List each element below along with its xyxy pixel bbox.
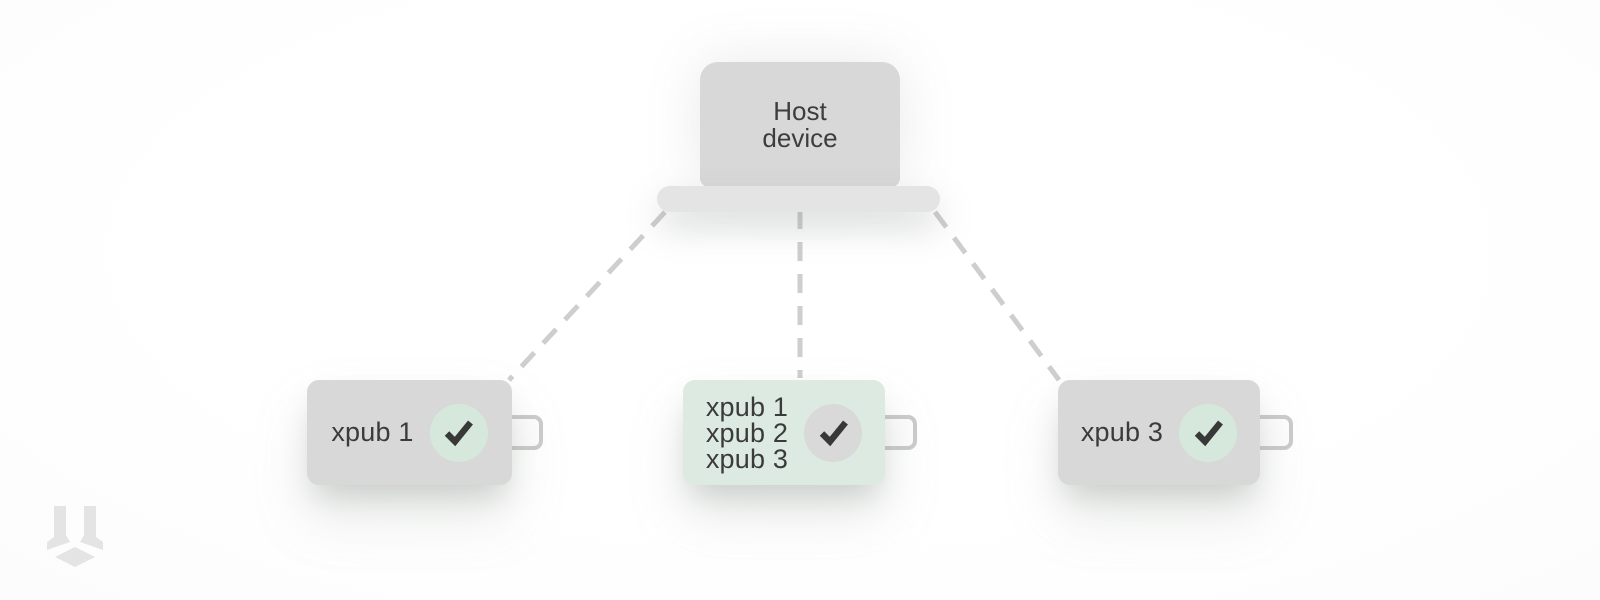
device-label: xpub 1 xyxy=(331,417,414,447)
dashed-link-right xyxy=(932,210,1062,382)
device-label: xpub 3 xyxy=(1080,417,1164,447)
dashed-link-left xyxy=(507,210,667,382)
usb-device-body: xpub 1 xyxy=(307,380,512,485)
usb-device-xpub3: xpub 3 xyxy=(1058,380,1293,485)
host-device-label: Host device xyxy=(762,95,838,153)
device-label-line3: xpub 3 xyxy=(705,443,789,474)
check-badge xyxy=(804,403,863,462)
host-device-label-line1: Host xyxy=(773,95,827,126)
check-icon xyxy=(444,420,474,447)
check-badge xyxy=(1179,403,1238,462)
device-label-line1: xpub 1 xyxy=(705,391,789,422)
cube-brand-logo-icon xyxy=(47,506,103,567)
usb-device-xpub123: xpub 1 xpub 2 xpub 3 xyxy=(683,380,917,485)
logo-right-pillar xyxy=(80,506,103,550)
device-label-line2: xpub 2 xyxy=(705,417,789,448)
usb-device-xpub1: xpub 1 xyxy=(307,380,543,485)
usb-device-body: xpub 1 xpub 2 xpub 3 xyxy=(683,380,885,485)
check-badge xyxy=(429,403,488,462)
check-icon xyxy=(819,420,848,447)
host-device-label-line2: device xyxy=(762,122,838,153)
logo-diamond xyxy=(55,547,95,567)
logo-left-pillar xyxy=(47,506,70,550)
host-device-base xyxy=(657,186,940,212)
host-device-screen: Host device xyxy=(700,62,900,187)
check-icon xyxy=(1194,420,1223,447)
device-label: xpub 1 xpub 2 xpub 3 xyxy=(705,391,789,474)
usb-device-body: xpub 3 xyxy=(1058,380,1260,485)
